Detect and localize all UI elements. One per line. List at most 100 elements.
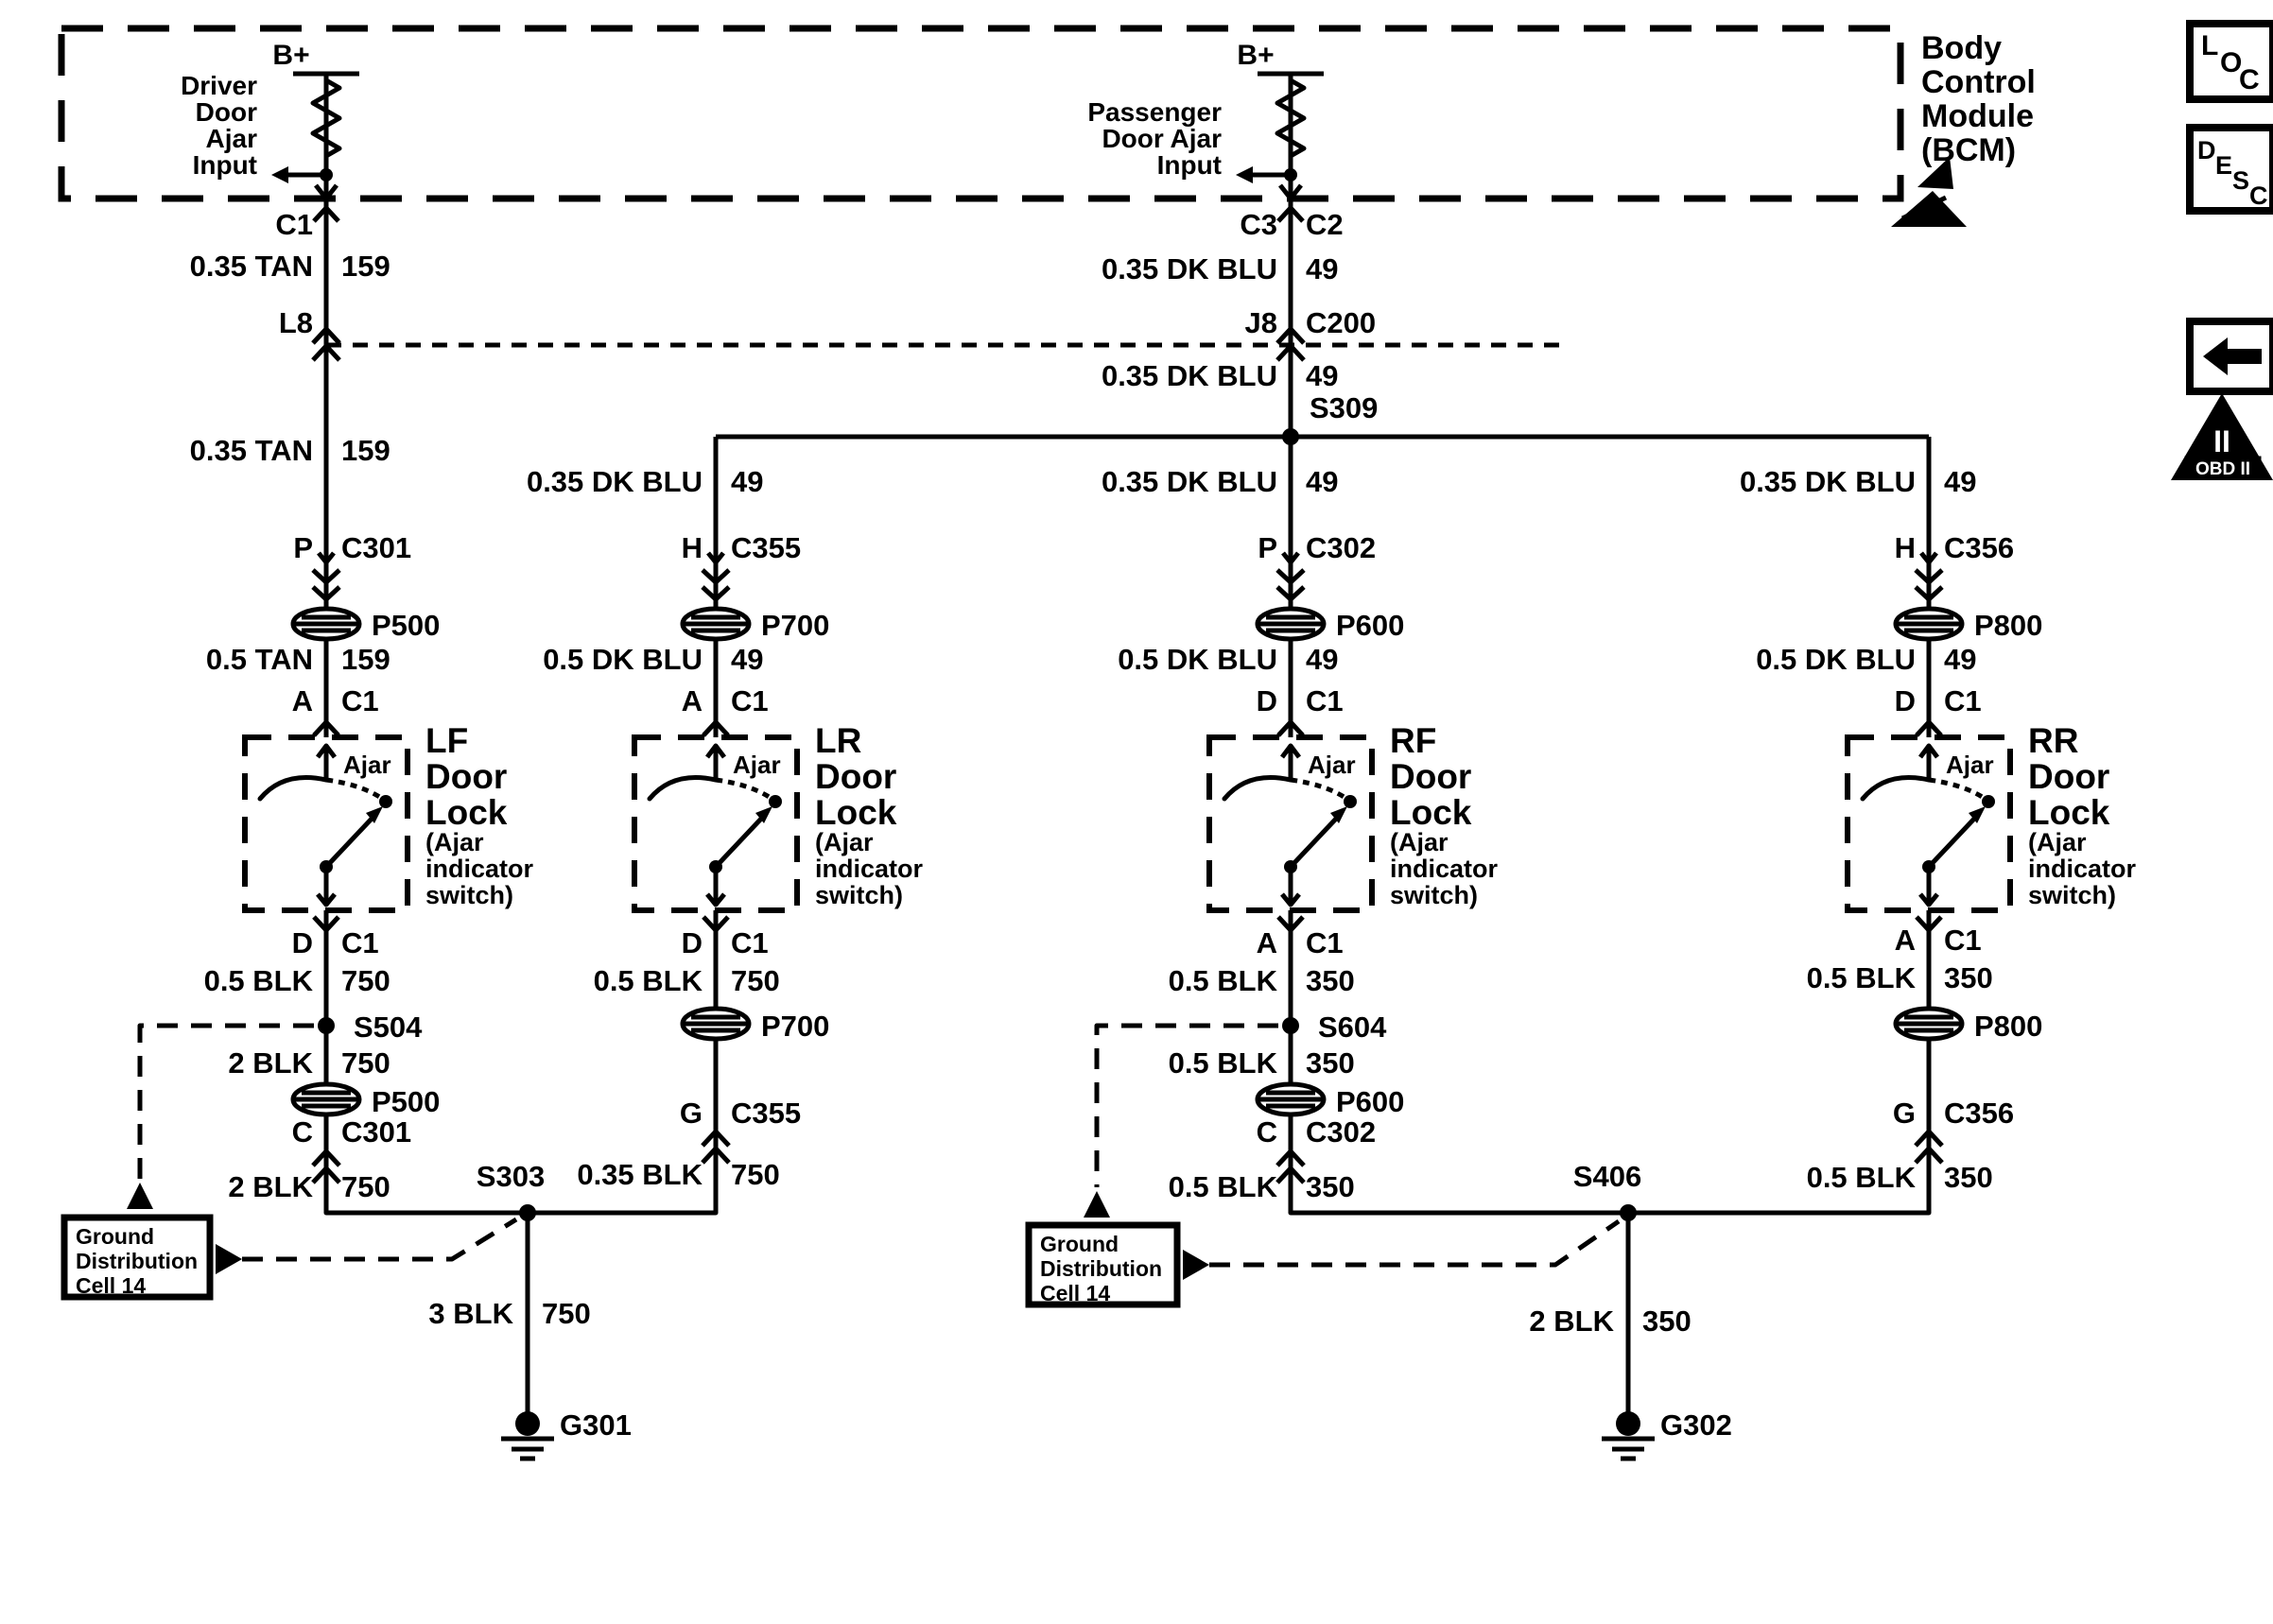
right-arrow-icon: [1183, 1250, 1209, 1280]
connector-label: C1: [1306, 684, 1344, 717]
up-arrow-icon: [1084, 1191, 1110, 1218]
wire-label: 0.35 DK BLU: [1102, 359, 1277, 392]
driver-input-label: Input: [193, 150, 257, 180]
connector-label: C1: [1306, 926, 1344, 959]
splice-label: S604: [1318, 1011, 1387, 1044]
circuit-number: 350: [1642, 1304, 1692, 1338]
circuit-number: 49: [731, 643, 763, 676]
circuit-number: 49: [1306, 359, 1338, 392]
circuit-number: 750: [542, 1297, 591, 1330]
conn-pin-label: J8: [1245, 306, 1277, 339]
desc-icon: D E S C: [2186, 124, 2273, 215]
circuit-number: 750: [341, 1046, 390, 1080]
splice-label: S303: [477, 1160, 545, 1193]
wire-label: 0.35 DK BLU: [1740, 465, 1916, 498]
connector-label: C1: [731, 684, 769, 717]
conn-pin-label: A: [1895, 924, 1916, 957]
ground-distribution-ref-left: Ground Distribution Cell 14: [61, 1023, 518, 1301]
switch-subtitle: switch): [425, 881, 513, 909]
switch-subtitle: (Ajar: [815, 828, 874, 856]
wire-label: 0.35 BLK: [577, 1158, 703, 1191]
splice-s504: [318, 1017, 335, 1034]
connector-label: C301: [341, 531, 411, 564]
desc-letter: D: [2197, 136, 2216, 164]
wire-label: 0.5 BLK: [1807, 961, 1917, 994]
conn-pin-label: P: [1258, 531, 1277, 564]
ground-label: G302: [1660, 1408, 1732, 1442]
ground-ref-dashed-line: [137, 1023, 314, 1181]
wire-label: 0.35 DK BLU: [527, 465, 703, 498]
p700-grommet-symbol: [683, 609, 749, 639]
switch-title: Door: [1390, 757, 1471, 796]
connector-label: C1: [731, 926, 769, 959]
wire-label: 0.5 BLK: [1169, 964, 1278, 997]
circuit-number: 750: [341, 964, 390, 997]
ground-ref-line: Cell 14: [1040, 1281, 1110, 1305]
splice-s406: [1620, 1204, 1637, 1221]
loc-icon: L O C: [2186, 20, 2273, 103]
driver-input-label: Door: [196, 97, 257, 127]
conn-pin-label: D: [292, 926, 313, 959]
switch-title: Lock: [2028, 793, 2110, 832]
p800-grommet-symbol: [1896, 1009, 1962, 1039]
switch-subtitle: indicator: [425, 855, 534, 883]
grommet-label: P500: [372, 609, 440, 642]
switch-subtitle: (Ajar: [1390, 828, 1449, 856]
obd2-icon: II OBD II: [2171, 393, 2273, 480]
bcm-title-line: Module: [1921, 98, 2034, 134]
grommet-label: P600: [1336, 1085, 1404, 1118]
bcm-title-line: Body: [1921, 30, 2002, 66]
wire-label: 0.5 BLK: [204, 964, 314, 997]
switch-title: LR: [815, 721, 861, 760]
p500-grommet-symbol: [293, 1084, 359, 1114]
p500-grommet-symbol: [293, 609, 359, 639]
circuit-number: 350: [1944, 961, 1993, 994]
splice-s303: [519, 1204, 536, 1221]
connector-label: C301: [341, 1115, 411, 1149]
connector-label: C356: [1944, 531, 2014, 564]
wire-label: 0.35 TAN: [190, 434, 313, 467]
p600-grommet-symbol: [1258, 609, 1324, 639]
conn-pin-label: A: [292, 684, 313, 717]
ground-g302-symbol: [1602, 1410, 1655, 1459]
desc-letter: C: [2249, 181, 2268, 210]
switch-subtitle: indicator: [1390, 855, 1499, 883]
conn-pin-label: P: [293, 531, 313, 564]
loc-letter: L: [2201, 30, 2218, 61]
back-arrow-icon: [2186, 318, 2273, 395]
conn-pin-label: G: [680, 1097, 703, 1130]
grommet-label: P600: [1336, 609, 1404, 642]
esd-sensitive-icon: [1891, 157, 1967, 227]
conn-pin-label: A: [1257, 926, 1277, 959]
obd2-numeral: II: [2213, 424, 2230, 458]
ground-distribution-ref-right: Ground Distribution Cell 14: [1025, 1023, 1621, 1308]
ground-ref-dashed-line: [1209, 1218, 1621, 1268]
connector-label: C1: [1944, 924, 1982, 957]
switch-subtitle: switch): [815, 881, 903, 909]
wire-label: 2 BLK: [228, 1046, 313, 1080]
circuit-number: 49: [1306, 465, 1338, 498]
wire-label: 2 BLK: [228, 1170, 313, 1203]
ground-ref-dashed-line: [1094, 1023, 1278, 1187]
conn-pin-label: A: [682, 684, 703, 717]
wire-label: 0.5 BLK: [1807, 1161, 1917, 1194]
conn-pin-label: C1: [275, 208, 313, 241]
wire-label: 0.5 TAN: [206, 643, 313, 676]
switch-subtitle: (Ajar: [2028, 828, 2087, 856]
conn-pin-label: L8: [279, 306, 313, 339]
circuit-number: 49: [1944, 465, 1976, 498]
ground-ref-line: Ground: [76, 1224, 154, 1249]
grommet-label: P700: [761, 1010, 829, 1043]
connector-label: C1: [341, 926, 379, 959]
ajar-label: Ajar: [1308, 751, 1356, 779]
splice-s309: [1282, 428, 1299, 445]
wire-label: 3 BLK: [428, 1297, 513, 1330]
loc-letter: O: [2220, 47, 2242, 78]
circuit-number: 159: [341, 643, 390, 676]
ajar-label: Ajar: [1946, 751, 1994, 779]
switch-title: LF: [425, 721, 468, 760]
grommet-label: P700: [761, 609, 829, 642]
conn-pin-label: C3: [1240, 208, 1277, 241]
